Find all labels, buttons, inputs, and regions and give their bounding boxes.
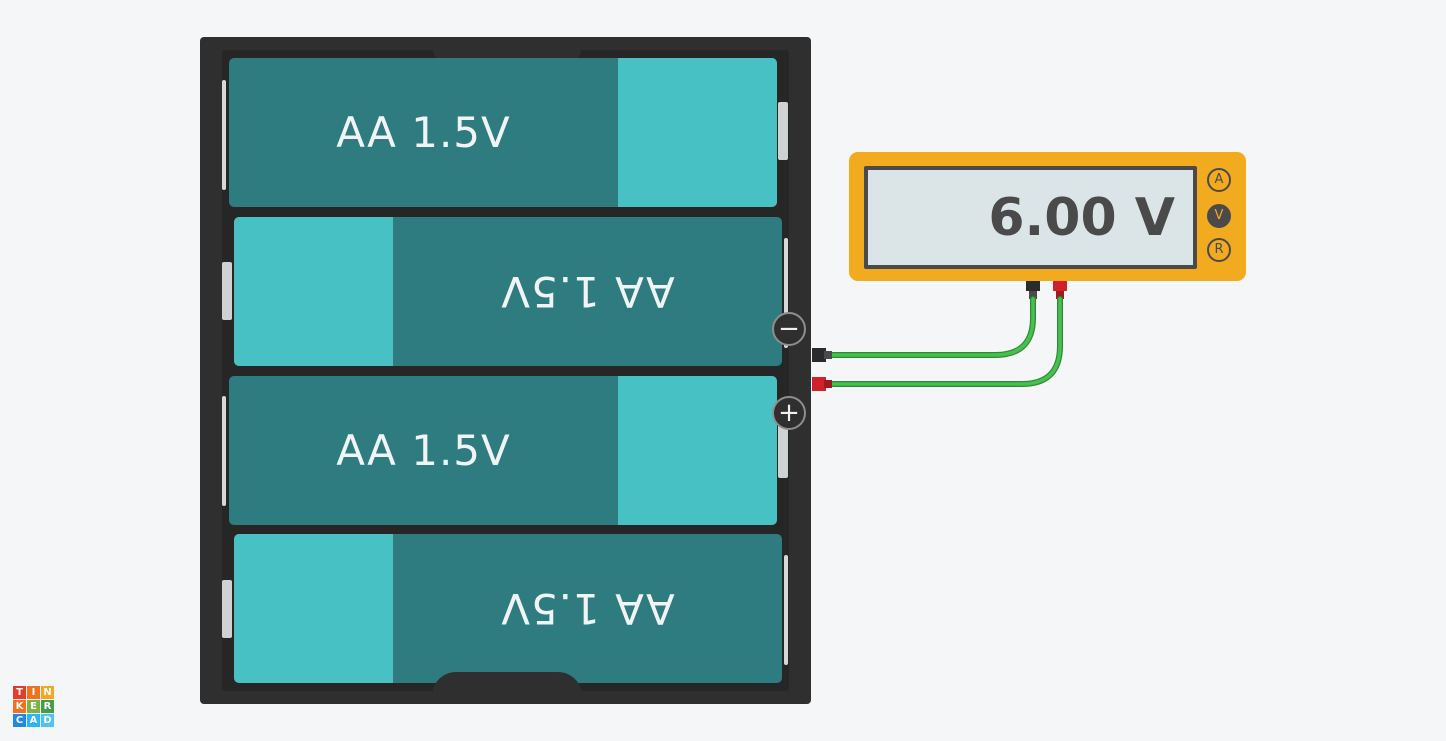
tinkercad-logo: T I N K E R C A D xyxy=(13,686,55,728)
wire-negative[interactable] xyxy=(828,297,1035,357)
meter-probe-black-tip xyxy=(1029,291,1037,299)
battery-aa-1[interactable]: AA 1.5V xyxy=(229,58,777,207)
battery-aa-2[interactable]: AA 1.5V xyxy=(234,217,782,366)
battery-terminal xyxy=(778,420,788,478)
battery-positive-end xyxy=(234,534,393,683)
meter-probe-black[interactable] xyxy=(1026,281,1040,291)
mode-voltmeter-button[interactable]: V xyxy=(1207,204,1231,228)
battery-positive-end xyxy=(234,217,393,366)
wire-negative-outline xyxy=(827,296,1036,358)
battery-connector-red-tip xyxy=(824,380,832,388)
voltage-reading: 6.00 V xyxy=(988,187,1175,248)
meter-probe-red[interactable] xyxy=(1053,281,1067,291)
battery-positive-end xyxy=(618,376,777,525)
logo-letter: N xyxy=(41,686,54,699)
contact-spring xyxy=(784,555,788,665)
contact-spring xyxy=(222,80,226,190)
logo-letter: K xyxy=(13,700,26,713)
battery-connector-black-tip xyxy=(824,351,832,359)
battery-label: AA 1.5V xyxy=(336,108,511,157)
contact-spring xyxy=(222,396,226,506)
battery-connector-red[interactable] xyxy=(812,377,826,391)
mode-ammeter-button[interactable]: A xyxy=(1207,168,1231,192)
mode-ohmmeter-button[interactable]: R xyxy=(1207,238,1231,262)
logo-letter: I xyxy=(27,686,40,699)
meter-probe-red-tip xyxy=(1056,291,1064,299)
logo-letter: A xyxy=(27,714,40,727)
holder-notch-bottom xyxy=(432,672,582,704)
logo-letter: C xyxy=(13,714,26,727)
battery-aa-4[interactable]: AA 1.5V xyxy=(234,534,782,683)
logo-letter: D xyxy=(41,714,54,727)
logo-letter: R xyxy=(41,700,54,713)
battery-label: AA 1.5V xyxy=(336,426,511,475)
multimeter-display: 6.00 V xyxy=(864,166,1197,269)
negative-terminal-icon[interactable]: − xyxy=(772,312,806,346)
battery-terminal xyxy=(778,102,788,160)
battery-positive-end xyxy=(618,58,777,207)
wire-positive[interactable] xyxy=(828,297,1062,386)
battery-terminal xyxy=(222,262,232,320)
battery-terminal xyxy=(222,580,232,638)
positive-terminal-icon[interactable]: + xyxy=(772,396,806,430)
battery-aa-3[interactable]: AA 1.5V xyxy=(229,376,777,525)
logo-letter: T xyxy=(13,686,26,699)
battery-connector-black[interactable] xyxy=(812,348,826,362)
logo-letter: E xyxy=(27,700,40,713)
contact-spring xyxy=(784,238,788,348)
